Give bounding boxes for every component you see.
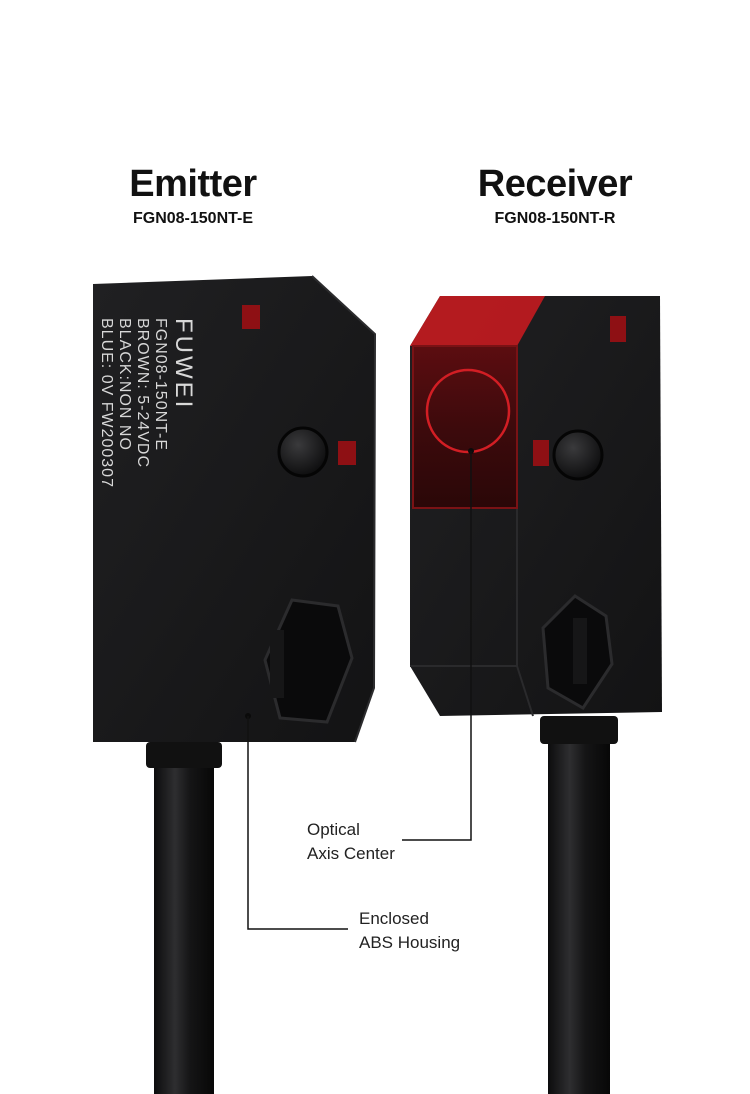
- receiver-cable-collar: [540, 716, 618, 744]
- optical-callout-line1: Optical: [307, 820, 360, 839]
- emitter-cable: [154, 760, 214, 1094]
- receiver-cable: [548, 738, 610, 1094]
- emitter-bevel-edge: [311, 275, 377, 743]
- optical-callout-line2: Axis Center: [307, 844, 395, 863]
- emitter-cable-collar: [146, 742, 222, 768]
- receiver-model: FGN08-150NT-R: [494, 210, 616, 227]
- emitter-side-print: FUWEI FGN08-150NT-E BROWN: 5-24VDC BLACK…: [98, 318, 197, 488]
- emitter-button: [277, 426, 329, 478]
- receiver-led-top: [610, 316, 626, 342]
- emitter-print-brand: FUWEI: [170, 318, 197, 410]
- receiver-sensor: [410, 296, 662, 1094]
- emitter-print-line: BLUE: 0V FW200307: [98, 318, 115, 488]
- optical-axis-callout: Optical Axis Center: [307, 818, 395, 866]
- receiver-button: [552, 429, 604, 481]
- emitter-mount-hole: [263, 598, 354, 724]
- housing-callout-line2: ABS Housing: [359, 933, 461, 952]
- housing-leader-line: [247, 716, 348, 930]
- emitter-label: Emitter FGN08-150NT-E: [93, 163, 293, 228]
- emitter-title: Emitter: [129, 163, 257, 205]
- receiver-led-side: [533, 440, 549, 466]
- receiver-lens-ring: [425, 368, 511, 454]
- receiver-label: Receiver FGN08-150NT-R: [455, 163, 655, 228]
- housing-callout-line1: Enclosed: [359, 909, 429, 928]
- emitter-led-top: [242, 305, 260, 329]
- emitter-print-line: FGN08-150NT-E: [152, 318, 169, 451]
- housing-callout: Enclosed ABS Housing: [359, 907, 460, 955]
- emitter-led-side: [338, 441, 356, 465]
- emitter-sensor: FUWEI FGN08-150NT-E BROWN: 5-24VDC BLACK…: [93, 275, 377, 1094]
- emitter-print-line: BLACK:NON NO: [116, 318, 133, 451]
- emitter-print-line: BROWN: 5-24VDC: [134, 318, 151, 468]
- optical-axis-leader-line: [402, 451, 472, 841]
- receiver-title: Receiver: [477, 163, 633, 205]
- emitter-model: FGN08-150NT-E: [132, 210, 254, 227]
- receiver-lens-top: [410, 296, 545, 346]
